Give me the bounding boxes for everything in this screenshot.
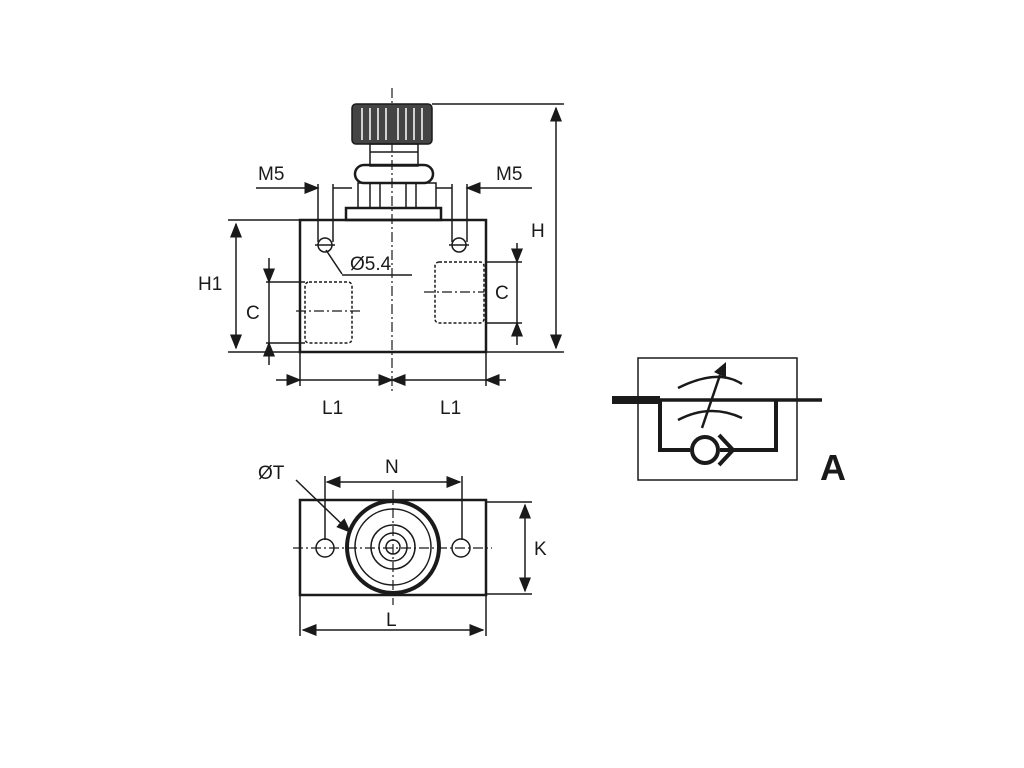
thread-right-label: M5	[496, 164, 522, 185]
thread-left-label: M5	[258, 164, 284, 185]
ring	[385, 539, 401, 555]
valve-body	[298, 218, 488, 354]
ring	[354, 508, 432, 586]
symbol-label: A	[820, 447, 846, 488]
adjustable-arrow-shaft	[700, 374, 722, 429]
lock-nut	[353, 163, 435, 185]
check-valve-seat	[717, 433, 736, 467]
bottom-view: N ØT K L	[258, 457, 547, 636]
hole-spacing-label: N	[385, 457, 399, 478]
check-valve-ball	[690, 435, 720, 465]
symbol-frame	[637, 357, 798, 481]
restrictor-bottom	[677, 409, 743, 422]
inlet-line	[612, 396, 660, 404]
port-left	[304, 281, 353, 344]
mount-hole-right	[451, 538, 471, 558]
ring	[378, 532, 408, 562]
hole-diameter-label: Ø5.4	[350, 254, 392, 275]
hex-nut	[344, 182, 443, 222]
outer-ring	[345, 499, 441, 595]
adjustment-knob	[351, 103, 433, 167]
front-view: M5 M5 Ø5.4 H H1 C C L1 L1	[198, 88, 564, 419]
leader-line	[295, 479, 352, 534]
ring	[370, 524, 416, 570]
port-left-label: C	[246, 303, 260, 324]
height-body-label: H1	[198, 274, 222, 295]
height-total-label: H	[531, 221, 545, 242]
port-right-label: C	[495, 283, 509, 304]
length-label: L	[386, 610, 397, 631]
flow-control-symbol: A	[612, 357, 846, 488]
diameter-label: ØT	[258, 463, 285, 484]
port-right	[434, 261, 485, 324]
adjustable-arrow-icon	[714, 362, 726, 378]
half-length-right-label: L1	[440, 398, 461, 419]
bypass-line	[658, 400, 778, 452]
restrictor-top	[677, 375, 743, 390]
mounting-holes	[315, 184, 469, 253]
width-label: K	[534, 539, 547, 560]
leader-line	[325, 249, 343, 275]
half-length-left-label: L1	[322, 398, 343, 419]
